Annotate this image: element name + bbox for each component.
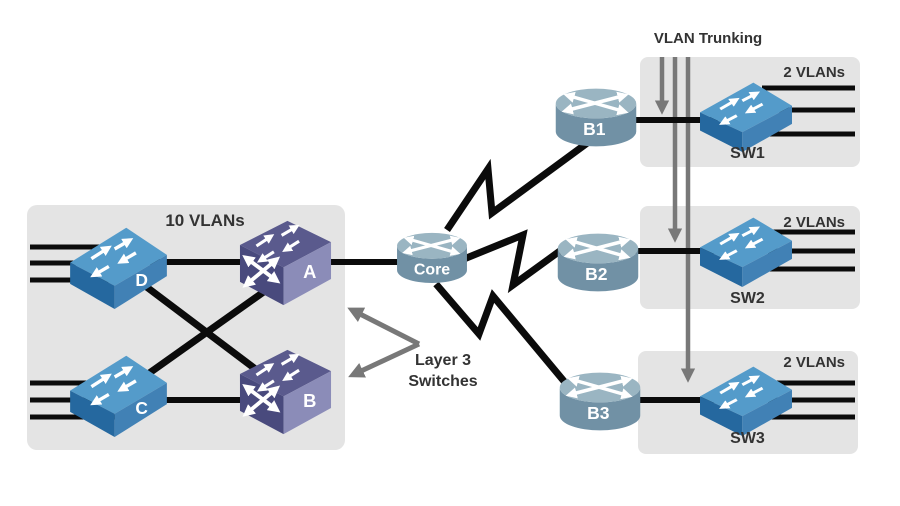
switch-b-label: B [303, 390, 316, 411]
router-b2-icon: B2 [554, 231, 642, 301]
vlan-trunking-label: VLAN Trunking [653, 30, 763, 47]
router-b3-label: B3 [587, 403, 610, 423]
switch-sw2-icon [700, 211, 792, 287]
switch-d-icon: D [70, 220, 167, 309]
wan-link-core-b1 [444, 138, 593, 232]
sw2-label: SW2 [730, 290, 765, 307]
layer3-switches-label: Layer 3 Switches [393, 350, 493, 392]
wan-link-core-b3 [433, 281, 571, 389]
switch-sw3-icon [700, 360, 792, 436]
layer3-switches-label-line1: Layer 3 [414, 352, 472, 369]
switch-sw1-icon [700, 76, 792, 152]
layer3-pointer-arrow-down [348, 341, 421, 378]
router-b1-icon: B1 [552, 86, 640, 156]
wan-link-core-b2 [462, 229, 567, 294]
switch-c-label: C [135, 398, 148, 418]
layer3-pointer-arrow-up [347, 307, 421, 347]
switch-b-icon: B [237, 345, 334, 437]
sw3-label: SW3 [730, 430, 765, 447]
sw1-label: SW1 [730, 145, 765, 162]
switch-c-icon: C [70, 348, 167, 437]
ten-vlans-label: 10 VLANs [165, 211, 245, 230]
two-vlans-label-sw3: 2 VLANs [783, 354, 845, 371]
two-vlans-label-sw2: 2 VLANs [783, 214, 845, 231]
router-b1-label: B1 [583, 119, 606, 139]
layer3-switches-label-line2: Switches [408, 373, 478, 390]
switch-d-label: D [135, 270, 148, 290]
router-b3-icon: B3 [556, 370, 644, 440]
switch-a-icon: A [237, 216, 334, 308]
router-core-label: Core [414, 262, 450, 279]
switch-a-label: A [303, 261, 316, 282]
two-vlans-label-sw1: 2 VLANs [783, 64, 845, 81]
link-c-a [145, 283, 275, 377]
router-b2-label: B2 [585, 264, 608, 284]
router-core-icon: Core [394, 224, 470, 298]
